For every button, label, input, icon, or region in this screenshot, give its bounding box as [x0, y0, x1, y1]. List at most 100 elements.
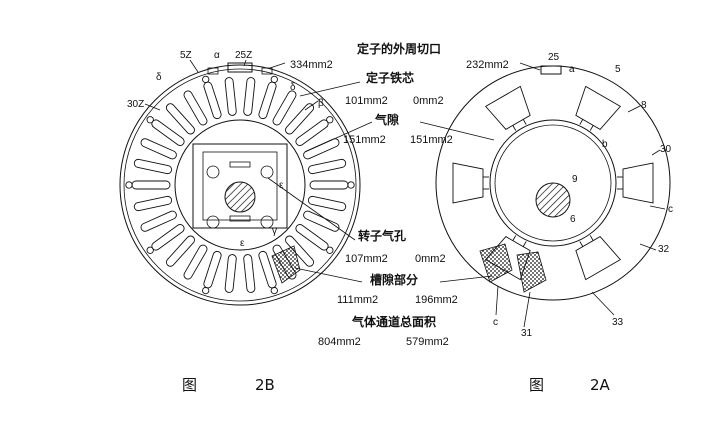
stator-2b-core-hole: [326, 246, 334, 254]
stator-2b-core-hole: [202, 75, 210, 84]
stator-2a-slot-lip: [522, 119, 527, 125]
stator-2b-slot: [165, 235, 195, 267]
stator-2a-slot-lip: [589, 235, 594, 241]
label-5z: 5Z: [180, 50, 192, 61]
leader-stator-core: [299, 81, 361, 97]
label-b: b: [602, 139, 608, 150]
caption-2b-number: 2B: [255, 376, 275, 394]
stator-2b-core-hole: [202, 286, 210, 295]
stator-2b-slot: [307, 195, 347, 212]
rotor-hole-2b-bl: [206, 215, 220, 229]
notch-2b-top-right: [261, 67, 273, 75]
stator-2b-slot: [285, 103, 315, 135]
figure-2a: 25 a 5 8 30 b 9 6 c 32 c 31 33: [419, 52, 673, 339]
annotation-slot-part: 槽隙部分: [370, 272, 418, 287]
value-2b-total: 804mm2: [318, 336, 361, 348]
label-a: a: [569, 64, 575, 75]
label-c-bottom: c: [493, 317, 498, 328]
rotor-hole-2b-tl: [206, 165, 220, 179]
value-2b-rotor-hole: 107mm2: [345, 253, 388, 265]
leader-air-gap-2b: [304, 121, 373, 153]
leader-8: [627, 105, 641, 113]
label-epsilon-bottom: ε: [240, 238, 245, 249]
stator-2a-slot: [575, 85, 622, 130]
value-2b-outer-cut: 334mm2: [290, 59, 333, 71]
value-2a-total: 579mm2: [406, 336, 449, 348]
stator-2b-slot: [133, 195, 173, 212]
caption-2a-number: 2A: [590, 376, 611, 394]
label-9: 9: [572, 174, 578, 185]
label-32: 32: [658, 244, 670, 255]
label-epsilon-right: ε: [279, 180, 284, 191]
stator-2a-slot: [622, 162, 654, 204]
rotor-2b-core: [192, 143, 288, 229]
notch-2a-top: [540, 65, 562, 75]
stator-2b-slot: [272, 90, 297, 126]
stator-2b-slot: [307, 158, 347, 175]
stator-2b-slot: [203, 250, 222, 289]
label-31: 31: [521, 328, 533, 339]
stator-2b-slot: [224, 254, 237, 293]
figure-2b: 5Z α 25Z 30Z δ δ β ε ε γ: [119, 50, 373, 306]
stator-2b-slot: [309, 180, 349, 190]
stator-2b-core-hole: [326, 116, 334, 124]
label-gamma: γ: [272, 226, 277, 237]
value-2a-outer-cut: 232mm2: [466, 59, 509, 71]
annotation-stator-core: 定子铁芯: [366, 70, 414, 85]
slot-region-2a-left: [479, 243, 513, 283]
stator-2b-core-hole: [146, 116, 154, 124]
annotation-outer-cut: 定子的外周切口: [357, 41, 441, 56]
label-30z: 30Z: [127, 99, 144, 110]
label-c-right: c: [668, 204, 673, 215]
leader-c-bottom: [495, 285, 499, 316]
slot-region-2a-right: [516, 251, 547, 293]
label-8: 8: [641, 100, 647, 111]
annotation-total-area: 气体通道总面积: [351, 314, 436, 329]
annotation-air-gap: 气隙: [374, 112, 399, 127]
leader-30: [651, 149, 661, 156]
leader-5z: [189, 59, 199, 73]
stator-2b-slot: [140, 138, 177, 160]
value-2b-air-gap: 151mm2: [343, 134, 386, 146]
label-6: 6: [570, 214, 576, 225]
leader-c-right: [649, 205, 666, 210]
leader-25z: [243, 59, 247, 67]
leader-slot-2b: [294, 267, 363, 283]
label-25: 25: [548, 52, 560, 63]
label-25z: 25Z: [235, 50, 252, 61]
stator-2b-core-hole: [270, 286, 278, 295]
stator-2b-slot: [133, 158, 173, 175]
leader-32: [639, 243, 657, 251]
leader-232: [519, 62, 541, 71]
notch-2b-top: [227, 62, 253, 73]
rotor-hole-2b-tr: [260, 165, 274, 179]
stator-2b-slot: [258, 81, 277, 120]
value-2a-slot-part: 196mm2: [415, 294, 458, 306]
stator-2a-slot-lip: [579, 119, 584, 125]
stator-2a-slot-lip: [512, 125, 517, 131]
value-2b-stator-core: 101mm2: [345, 95, 388, 107]
label-30: 30: [660, 144, 672, 155]
leader-air-gap-2a: [419, 121, 495, 141]
rotor-2b-magnet-top: [229, 161, 251, 168]
stator-2b-slot: [140, 210, 177, 232]
label-delta-left: δ: [156, 72, 162, 83]
label-beta: β: [318, 98, 324, 109]
rotor-hole-2b-br: [260, 215, 274, 229]
label-5: 5: [615, 64, 621, 75]
rotor-2a: [494, 124, 612, 242]
stator-2a-slot-lip: [522, 241, 527, 247]
leader-33: [591, 291, 615, 316]
value-2a-rotor-hole: 0mm2: [415, 253, 446, 265]
leader-slot-2a: [439, 275, 493, 283]
value-2a-stator-core: 0mm2: [413, 95, 444, 107]
label-alpha: α: [214, 50, 220, 61]
stator-2b-bore: [174, 119, 306, 251]
stator-2a-slot-lip: [579, 241, 584, 247]
annotation-rotor-hole: 转子气孔: [358, 228, 406, 243]
rotor-2b-hub: [202, 151, 278, 221]
stator-2b-slot: [203, 81, 222, 120]
shaft-2b: [224, 181, 256, 213]
leader-334: [269, 62, 286, 69]
stator-2b-outer-edge: [119, 64, 361, 306]
